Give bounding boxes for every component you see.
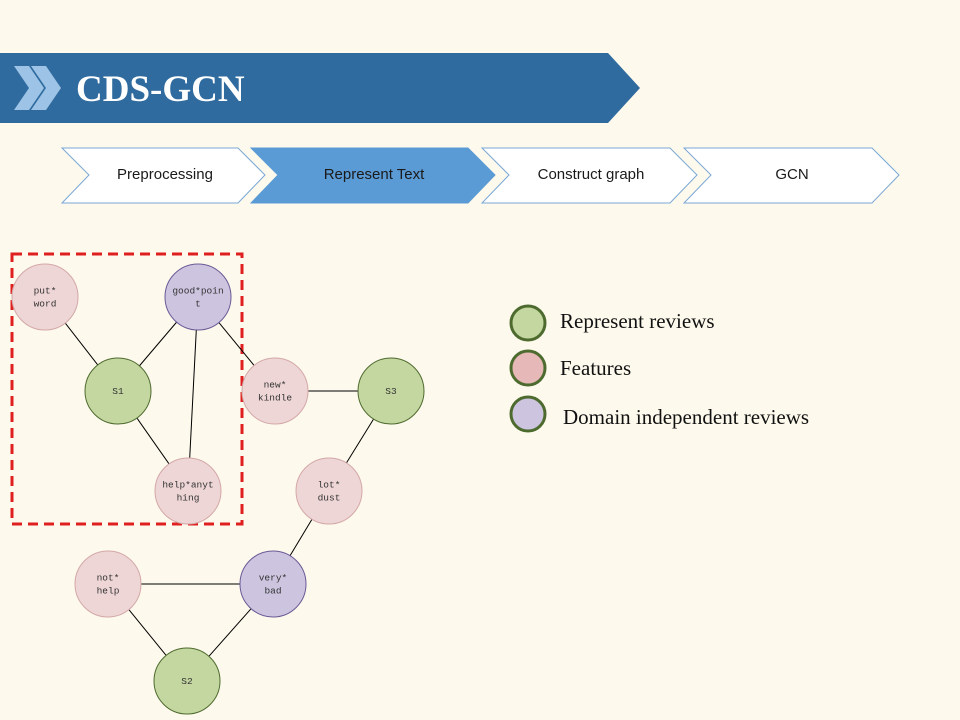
node-s1: S1 — [84, 357, 152, 425]
node-circle-very — [239, 550, 307, 618]
edge-lot-very — [289, 519, 313, 556]
node-not: not* help — [74, 550, 142, 618]
node-label-not: help — [97, 586, 120, 597]
node-circle-new — [241, 357, 309, 425]
node-label-lot: lot* — [318, 480, 341, 491]
node-lot: lot* dust — [295, 457, 363, 525]
edge-good-s1 — [139, 321, 177, 367]
edge-put-s1 — [64, 322, 99, 366]
legend-label-feature: Features — [560, 356, 632, 380]
node-label-new: new* — [264, 380, 287, 391]
node-label-good: good*poin — [172, 286, 223, 297]
node-put: put* word — [11, 263, 79, 331]
node-circle-put — [11, 263, 79, 331]
node-label-very: very* — [259, 573, 288, 584]
title-banner-shape — [0, 53, 640, 123]
node-s3: S3 — [357, 357, 425, 425]
node-good: good*poin t — [164, 263, 232, 331]
node-help: help*anyt hing — [154, 457, 222, 525]
graph-edges — [64, 321, 375, 657]
node-label-put: word — [34, 299, 57, 310]
graph-nodes: put* word good*poin tS1 new* kindle S3 help*any… — [11, 263, 425, 715]
node-label-lot: dust — [318, 493, 341, 504]
node-circle-help — [154, 457, 222, 525]
node-label-new: kindle — [258, 393, 293, 404]
node-circle-good — [164, 263, 232, 331]
legend-swatches — [509, 304, 547, 433]
slide-title: CDS-GCN — [76, 69, 245, 110]
legend-swatch-review — [509, 304, 547, 342]
legend-swatch-feature — [509, 349, 547, 387]
edge-not-s2 — [128, 609, 167, 656]
legend-label-review: Represent reviews — [560, 309, 715, 333]
node-circle-s1 — [84, 357, 152, 425]
step-construct-graph: Construct graph — [537, 166, 645, 183]
edge-good-new — [218, 322, 255, 366]
edge-good-help — [189, 329, 197, 459]
node-circle-s3 — [357, 357, 425, 425]
node-circle-not — [74, 550, 142, 618]
selection-box — [10, 252, 244, 526]
double-chevron-right-icon — [14, 66, 61, 110]
node-label-put: put* — [34, 286, 57, 297]
node-label-not: not* — [97, 573, 120, 584]
node-label-very: bad — [264, 586, 281, 597]
title-banner — [0, 53, 640, 123]
node-label-help: help*anyt — [162, 480, 213, 491]
node-label-good: t — [195, 299, 201, 310]
edge-very-s2 — [208, 608, 252, 657]
node-new: new* kindle — [241, 357, 309, 425]
node-circle-lot — [295, 457, 363, 525]
node-circle-s2 — [153, 647, 221, 715]
node-s2: S2 — [153, 647, 221, 715]
legend-label-domain: Domain independent reviews — [563, 405, 810, 429]
node-label-s1: S1 — [112, 386, 124, 397]
node-label-s2: S2 — [181, 676, 193, 687]
step-represent-text: Represent Text — [323, 166, 425, 183]
node-label-help: hing — [177, 493, 200, 504]
legend-swatch-domain — [509, 395, 547, 433]
node-label-s3: S3 — [385, 386, 397, 397]
step-gcn: GCN — [775, 166, 809, 183]
edge-s3-lot — [345, 418, 375, 464]
edge-s1-help — [136, 417, 170, 465]
step-preprocessing: Preprocessing — [117, 166, 213, 183]
node-very: very* bad — [239, 550, 307, 618]
